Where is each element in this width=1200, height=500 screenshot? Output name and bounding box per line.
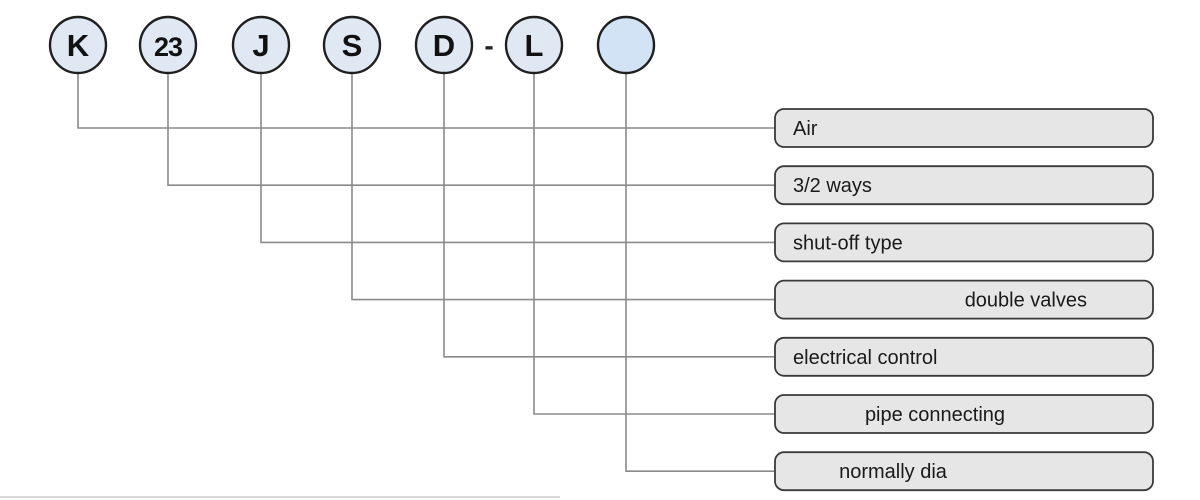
code-segments: K 23 J S D L - <box>48 15 656 75</box>
code-segment-circle <box>48 15 108 75</box>
meaning-label-box <box>774 222 1154 263</box>
code-segment-6: L <box>504 15 564 75</box>
meaning-label-box <box>774 165 1154 206</box>
code-segment-5: D <box>414 15 474 75</box>
meaning-label-box <box>774 108 1154 148</box>
code-separator: - <box>484 30 493 61</box>
meaning-label-5: electrical control <box>774 336 1154 377</box>
code-segment-text: S <box>342 28 363 63</box>
code-segment-circle <box>138 15 198 75</box>
connector-lines <box>77 73 775 472</box>
connector-line <box>533 73 775 415</box>
meaning-labels: Air 3/2 ways shut-off type double valves ele… <box>774 108 1154 492</box>
meaning-label-7: normally dia <box>774 451 1154 492</box>
meaning-label-box <box>774 336 1154 377</box>
connector-line <box>167 73 775 186</box>
connector-line <box>351 73 775 301</box>
code-segment-circle <box>231 15 291 75</box>
code-segment-3: J <box>231 15 291 75</box>
meaning-label-text: pipe connecting <box>865 404 1005 426</box>
meaning-label-text: shut-off type <box>793 232 903 254</box>
code-segment-2: 23 <box>138 15 198 75</box>
meaning-label-1: Air <box>774 108 1154 148</box>
code-segment-circle <box>504 15 564 75</box>
meaning-label-text: Air <box>793 118 818 140</box>
connector-line <box>77 73 775 129</box>
meaning-label-box <box>774 279 1154 320</box>
code-segment-text: K <box>67 28 90 63</box>
code-segment-1: K <box>48 15 108 75</box>
meaning-label-text: double valves <box>965 290 1087 312</box>
code-segment-circle <box>596 15 656 75</box>
connector-line <box>260 73 775 244</box>
meaning-label-4: double valves <box>774 279 1154 320</box>
code-segment-circle <box>322 15 382 75</box>
connector-line <box>625 73 775 472</box>
code-segment-text: J <box>252 28 269 63</box>
code-segment-circle <box>414 15 474 75</box>
connector-line <box>443 73 775 358</box>
meaning-label-text: electrical control <box>793 347 938 369</box>
code-segment-7 <box>596 15 656 75</box>
meaning-label-6: pipe connecting <box>774 394 1154 434</box>
code-segment-text: L <box>525 28 544 63</box>
meaning-label-2: 3/2 ways <box>774 165 1154 206</box>
meaning-label-text: 3/2 ways <box>793 175 872 197</box>
code-segment-4: S <box>322 15 382 75</box>
meaning-label-box <box>774 451 1154 492</box>
meaning-label-3: shut-off type <box>774 222 1154 263</box>
code-segment-text: D <box>433 28 455 63</box>
code-segment-text: 23 <box>154 32 183 62</box>
meaning-label-text: normally dia <box>839 461 948 483</box>
meaning-label-box <box>774 394 1154 434</box>
